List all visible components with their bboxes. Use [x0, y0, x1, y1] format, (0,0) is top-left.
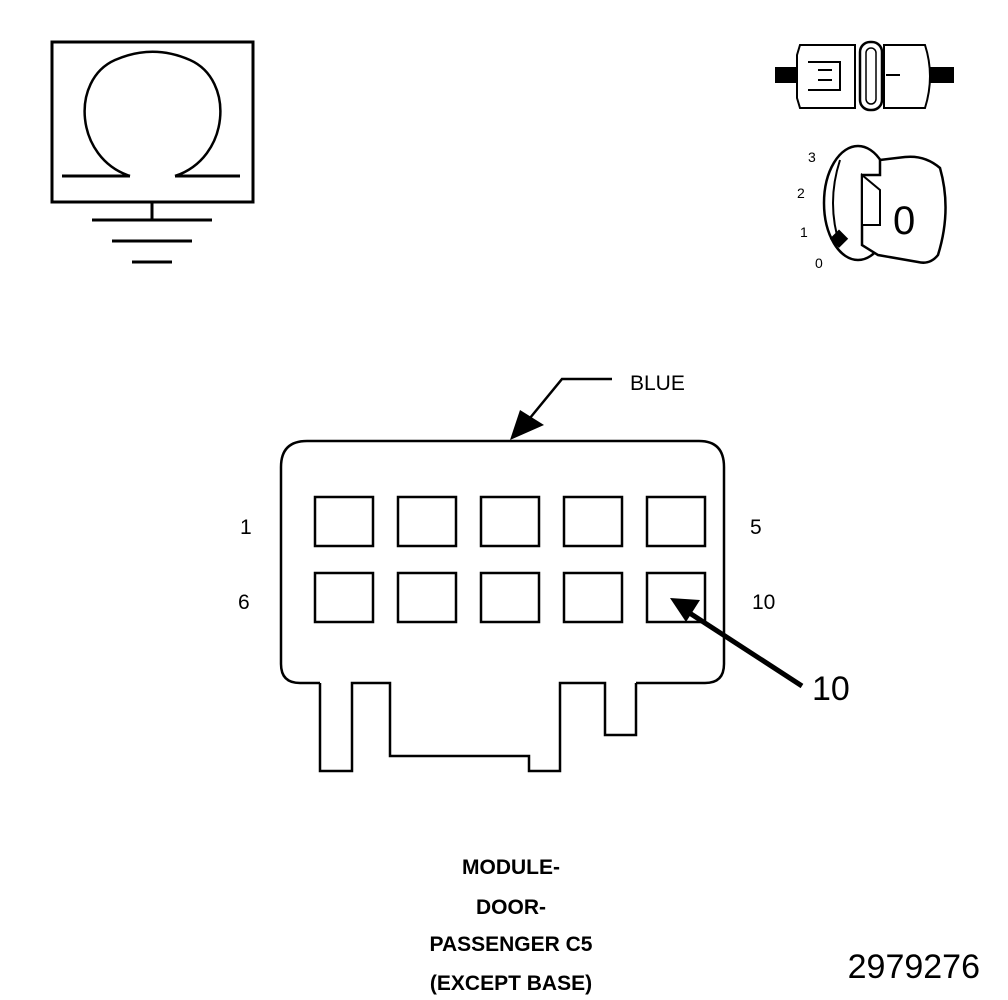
- ignition-position-3: 3: [808, 149, 816, 165]
- pin-cavity-9: [562, 571, 624, 624]
- pin-number-bottom-right: 10: [752, 591, 775, 614]
- ohmmeter-ground-icon: [50, 40, 255, 264]
- ignition-position-2: 2: [797, 185, 805, 201]
- connector-title: MODULE- DOOR- PASSENGER C5 (EXCEPT BASE): [430, 856, 593, 995]
- pin-number-top-right: 5: [750, 516, 762, 539]
- title-line-4: (EXCEPT BASE): [430, 972, 592, 995]
- callout-pin-number: 10: [812, 670, 850, 708]
- pin-cavity-6: [313, 571, 375, 624]
- title-line-3: PASSENGER C5: [430, 933, 593, 956]
- pin-cavity-grid: [313, 495, 707, 624]
- pin-cavity-10: [645, 571, 707, 624]
- pin-callout-arrow: [670, 598, 804, 689]
- pin-cavity-8: [479, 571, 541, 624]
- pin-cavity-1: [313, 495, 375, 548]
- ignition-key-icon: 3 2 1 0 0: [797, 144, 947, 271]
- pin-cavity-3: [479, 495, 541, 548]
- disconnected-connector-icon: [775, 40, 954, 112]
- pin-number-top-left: 1: [240, 516, 252, 539]
- ignition-position-1: 1: [800, 224, 808, 240]
- color-callout: BLUE: [510, 372, 685, 440]
- title-line-1: MODULE-: [462, 856, 560, 879]
- figure-number: 2979276: [848, 948, 980, 986]
- pin-number-bottom-left: 6: [238, 591, 250, 614]
- ignition-key-number: 0: [893, 199, 915, 243]
- pin-cavity-2: [396, 495, 458, 548]
- pin-cavity-4: [562, 495, 624, 548]
- connector-color-label: BLUE: [630, 372, 685, 395]
- pin-cavity-5: [645, 495, 707, 548]
- ignition-position-0: 0: [815, 255, 823, 271]
- pin-cavity-7: [396, 571, 458, 624]
- title-line-2: DOOR-: [476, 896, 546, 919]
